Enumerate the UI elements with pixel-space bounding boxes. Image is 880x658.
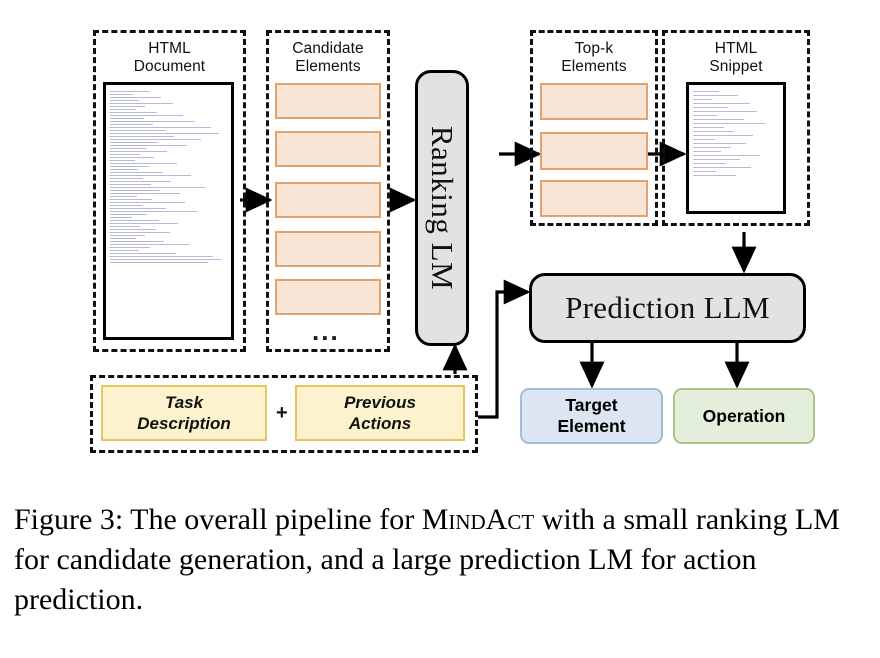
caption-part1: The overall pipeline for — [123, 503, 422, 536]
group-topk-elements — [530, 30, 658, 226]
prediction-llm-label: Prediction LLM — [565, 290, 770, 325]
group-html-document — [93, 30, 246, 352]
topk-element-chip[interactable] — [540, 132, 648, 170]
caption-smallcaps-mindact: MindAct — [421, 503, 535, 536]
candidate-elements-ellipsis: ... — [312, 316, 340, 346]
previous-actions-box[interactable]: Previous Actions — [295, 385, 465, 441]
group-label-html-snippet: HTML Snippet — [709, 40, 763, 75]
operation-box[interactable]: Operation — [673, 388, 815, 444]
group-label-topk-elements: Top-k Elements — [561, 40, 627, 75]
candidate-element-chip[interactable] — [275, 279, 381, 315]
caption-part2: with a small ranking LM for candidate ge… — [14, 503, 840, 616]
ranking-lm-label: Ranking LM — [425, 125, 460, 291]
inputs-plus-sign: + — [276, 402, 288, 424]
target-element-box[interactable]: Target Element — [520, 388, 663, 444]
ranking-lm-box[interactable]: Ranking LM — [415, 70, 469, 346]
html-snippet-page — [686, 82, 786, 214]
figure-caption: Figure 3: The overall pipeline for MindA… — [14, 500, 870, 620]
task-description-box[interactable]: Task Description — [101, 385, 267, 441]
group-inputs — [90, 375, 478, 453]
topk-element-chip[interactable] — [540, 83, 648, 120]
group-label-candidate-elements: Candidate Elements — [292, 40, 364, 75]
html-document-page — [103, 82, 234, 340]
topk-element-chip[interactable] — [540, 180, 648, 217]
candidate-element-chip[interactable] — [275, 231, 381, 267]
group-html-snippet — [662, 30, 810, 226]
candidate-element-chip[interactable] — [275, 182, 381, 218]
group-label-html-document: HTML Document — [133, 40, 206, 75]
caption-prefix: Figure 3: — [14, 503, 124, 536]
group-candidate-elements — [266, 30, 390, 352]
candidate-element-chip[interactable] — [275, 83, 381, 119]
prediction-llm-box[interactable]: Prediction LLM — [529, 273, 806, 343]
candidate-element-chip[interactable] — [275, 131, 381, 167]
